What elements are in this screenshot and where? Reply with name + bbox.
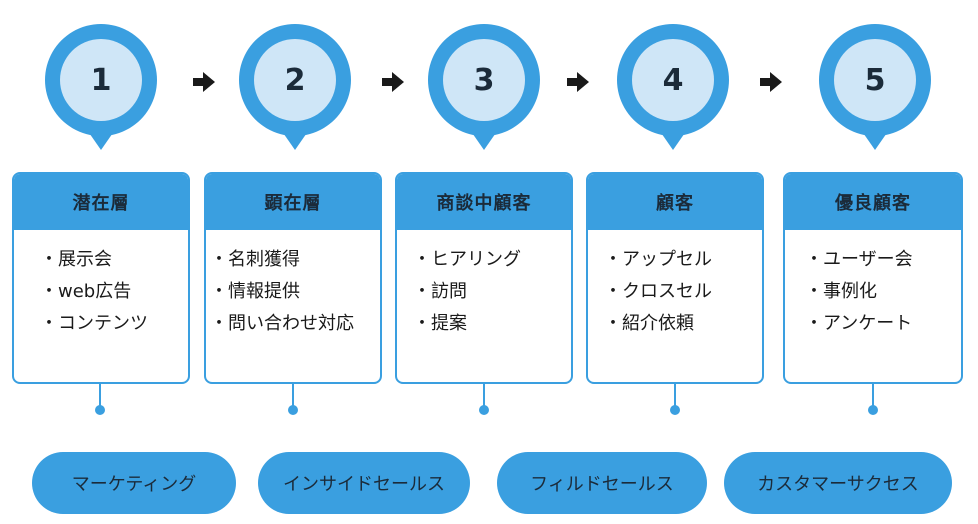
- arrow-right-icon: [567, 72, 589, 92]
- connector-dot: [288, 405, 298, 415]
- arrow-right-icon: [760, 72, 782, 92]
- step-items: ・アップセル ・クロスセル ・紹介依頼: [588, 230, 762, 340]
- connector-dot: [95, 405, 105, 415]
- department-field-sales: フィルドセールス: [497, 452, 707, 514]
- pin-marker-icon: [44, 24, 157, 150]
- step-items: ・名刺獲得 ・情報提供 ・問い合わせ対応: [206, 230, 380, 340]
- connector-line: [483, 384, 485, 408]
- step-4-pin: 4: [615, 22, 731, 152]
- step-title: 商談中顧客: [397, 174, 571, 230]
- list-item: ・事例化: [805, 281, 877, 302]
- step-items: ・展示会 ・web広告 ・コンテンツ: [14, 230, 188, 340]
- list-item: ・展示会: [40, 249, 112, 270]
- list-item: ・クロスセル: [604, 281, 712, 302]
- department-marketing: マーケティング: [32, 452, 236, 514]
- list-item: ・コンテンツ: [40, 313, 148, 334]
- list-item: ・紹介依頼: [604, 313, 694, 334]
- step-items: ・ユーザー会 ・事例化 ・アンケート: [785, 230, 961, 340]
- list-item: ・問い合わせ対応: [210, 313, 354, 334]
- step-3-pin: 3: [426, 22, 542, 152]
- list-item: ・web広告: [40, 281, 132, 302]
- step-title: 潜在層: [14, 174, 188, 230]
- step-number: 1: [90, 62, 112, 98]
- step-number: 3: [473, 62, 495, 98]
- connector-dot: [868, 405, 878, 415]
- step-number: 4: [662, 62, 684, 98]
- list-item: ・名刺獲得: [210, 249, 300, 270]
- connector-dot: [479, 405, 489, 415]
- arrow-right-icon: [382, 72, 404, 92]
- department-customer-success: カスタマーサクセス: [724, 452, 952, 514]
- step-1-box: 潜在層 ・展示会 ・web広告 ・コンテンツ: [12, 172, 190, 384]
- connector-line: [99, 384, 101, 408]
- step-1-pin: 1: [43, 22, 159, 152]
- pin-marker-icon: [818, 24, 931, 150]
- arrow-right-icon: [193, 72, 215, 92]
- step-2-box: 顕在層 ・名刺獲得 ・情報提供 ・問い合わせ対応: [204, 172, 382, 384]
- list-item: ・ユーザー会: [805, 249, 913, 270]
- pin-marker-icon: [238, 24, 351, 150]
- step-3-box: 商談中顧客 ・ヒアリング ・訪問 ・提案: [395, 172, 573, 384]
- step-2-pin: 2: [237, 22, 353, 152]
- step-5-box: 優良顧客 ・ユーザー会 ・事例化 ・アンケート: [783, 172, 963, 384]
- pin-marker-icon: [427, 24, 540, 150]
- connector-line: [292, 384, 294, 408]
- step-items: ・ヒアリング ・訪問 ・提案: [397, 230, 571, 340]
- step-number: 5: [864, 62, 886, 98]
- step-title: 優良顧客: [785, 174, 961, 230]
- list-item: ・アンケート: [805, 313, 913, 334]
- connector-line: [674, 384, 676, 408]
- step-number: 2: [284, 62, 306, 98]
- department-inside-sales: インサイドセールス: [258, 452, 470, 514]
- step-5-pin: 5: [817, 22, 933, 152]
- list-item: ・ヒアリング: [413, 249, 521, 270]
- connector-line: [872, 384, 874, 408]
- list-item: ・情報提供: [210, 281, 300, 302]
- list-item: ・訪問: [413, 281, 467, 302]
- step-4-box: 顧客 ・アップセル ・クロスセル ・紹介依頼: [586, 172, 764, 384]
- step-title: 顧客: [588, 174, 762, 230]
- step-title: 顕在層: [206, 174, 380, 230]
- connector-dot: [670, 405, 680, 415]
- pin-marker-icon: [616, 24, 729, 150]
- list-item: ・提案: [413, 313, 467, 334]
- list-item: ・アップセル: [604, 249, 712, 270]
